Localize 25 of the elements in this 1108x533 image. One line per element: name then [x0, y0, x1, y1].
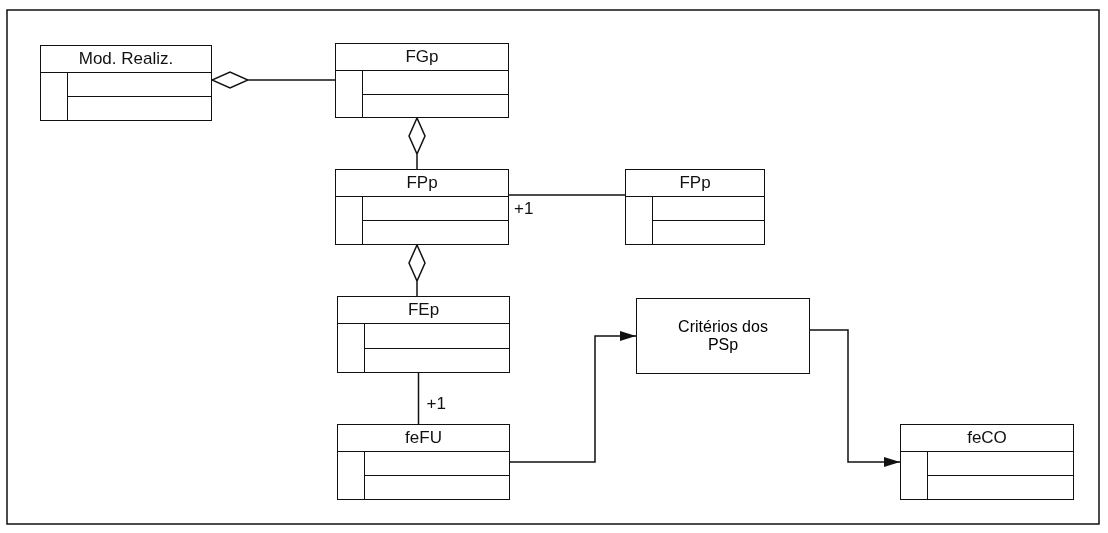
class-name: Mod. Realiz. [78, 49, 174, 69]
class-name: FPp [406, 173, 438, 193]
class-box [900, 424, 1074, 500]
class-box [40, 45, 212, 121]
class-name: feFU [405, 428, 442, 448]
class-name: FGp [405, 47, 439, 67]
class-box [337, 296, 510, 373]
arrow [809, 329, 901, 467]
aggregation-line [408, 117, 426, 170]
multiplicity-label: +1 [426, 394, 446, 414]
aggregation-line [211, 71, 336, 89]
class-box [625, 169, 765, 245]
arrow [509, 331, 637, 463]
class-box [337, 424, 510, 500]
process-box [636, 298, 810, 374]
aggregation-line [408, 244, 426, 297]
association-line [508, 194, 626, 196]
class-name: FEp [407, 300, 440, 320]
multiplicity-label: +1 [514, 199, 534, 219]
association-line [417, 372, 420, 425]
class-name: feCO [967, 428, 1007, 448]
box-label: Critérios dos PSp [677, 318, 769, 354]
class-name: FPp [679, 173, 711, 193]
class-box [335, 43, 509, 118]
class-box [335, 169, 509, 245]
